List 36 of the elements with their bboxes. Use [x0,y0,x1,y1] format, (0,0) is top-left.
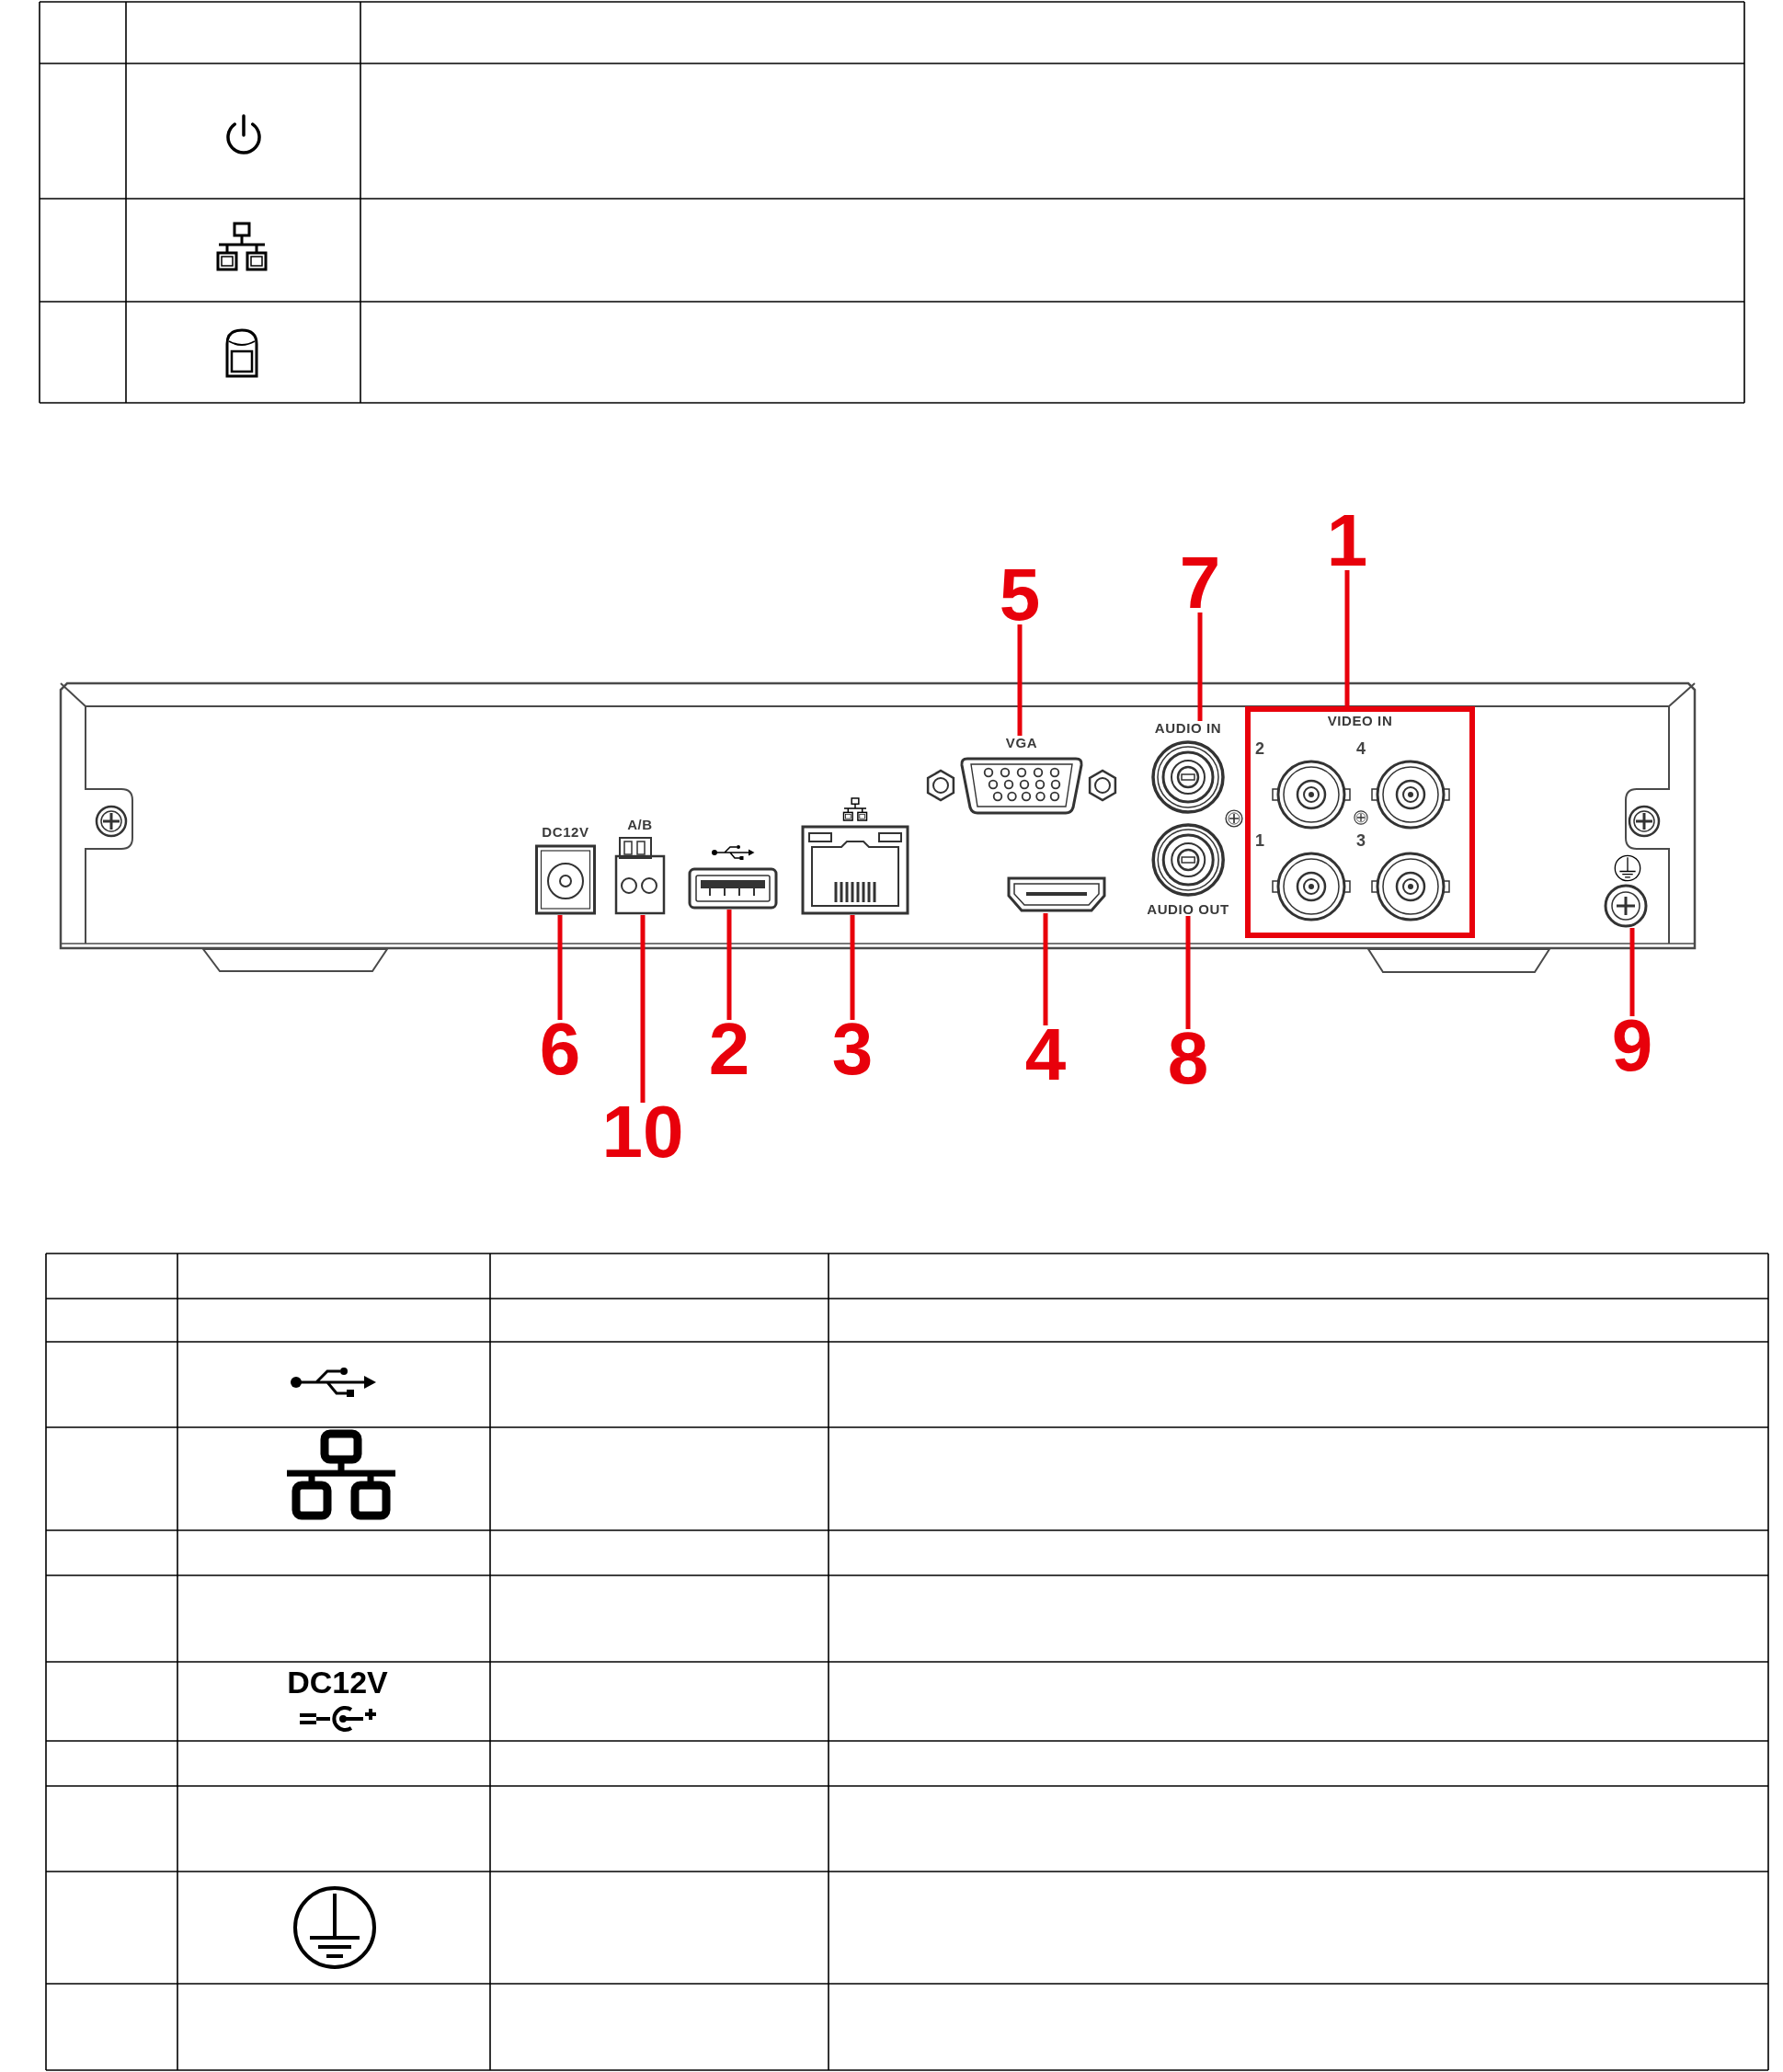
leader-line [1344,570,1350,706]
rating-label: DC12V [287,1666,388,1698]
callout-number: 4 [1024,1025,1067,1084]
channel-number: 4 [1356,740,1366,757]
leader-line [557,915,563,1020]
callout-number: 10 [601,1103,684,1162]
channel-number: 3 [1356,832,1366,849]
callout-number: 2 [708,1020,750,1079]
video-output-port [1006,876,1107,913]
channel-number: 2 [1255,740,1264,757]
callout-number: 7 [1179,554,1221,612]
ground-screw [1604,884,1648,928]
callout-number: 6 [539,1020,581,1079]
ethernet-port [801,825,909,915]
highlight-frame [1245,706,1475,938]
callout-number: 3 [831,1020,874,1079]
callout-number: 5 [999,566,1041,624]
port-label: AUDIO OUT [1147,902,1229,916]
leader-line [1185,916,1191,1029]
leader-line [1629,928,1635,1016]
callout-number: 1 [1326,511,1368,570]
channel-number: 1 [1255,832,1264,849]
leader-line [1197,612,1203,721]
leader-line [726,910,732,1020]
callout-number: 8 [1167,1029,1209,1088]
port-label: DC12V [542,825,589,839]
leader-line [640,915,646,1103]
leader-line [850,915,855,1020]
port-label: A/B [627,818,653,831]
leader-line [1043,913,1048,1025]
leader-line [1017,624,1023,736]
callout-number: 9 [1611,1016,1653,1075]
port-label: VGA [1005,736,1038,750]
port-label: AUDIO IN [1154,721,1222,735]
usb-port [688,867,778,910]
port-label: VIDEO IN [1327,714,1393,727]
